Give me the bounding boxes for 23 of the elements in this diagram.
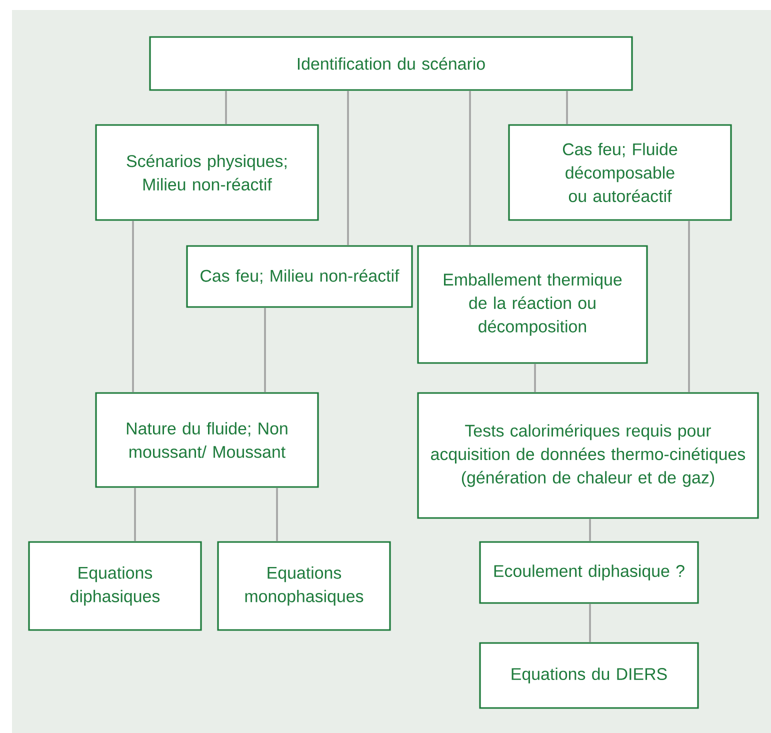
connector-line — [589, 604, 591, 642]
connector-line — [225, 90, 227, 124]
connector-line — [347, 90, 349, 246]
connector-line — [534, 364, 536, 392]
process-box: Scénarios physiques; Milieu non-réactif — [95, 124, 319, 221]
process-box: Equations du DIERS — [479, 642, 699, 709]
process-box: Identification du scénario — [149, 36, 633, 91]
process-box: Tests calorimériques requis pour acquisition de données thermo-cinétiques (génération de chaleur et de gaz) — [417, 392, 759, 519]
process-box: Nature du fluide; Non moussant/ Moussant — [95, 392, 319, 488]
process-box: Cas feu; Fluide décomposable ou autoréactif — [508, 124, 732, 221]
process-box: Ecoulement diphasique ? — [479, 541, 699, 604]
connector-line — [264, 308, 266, 392]
connector-line — [566, 90, 568, 124]
connector-line — [589, 518, 591, 542]
process-box: Cas feu; Milieu non-réactif — [186, 245, 413, 308]
connector-line — [688, 220, 690, 392]
connector-line — [276, 488, 278, 542]
connector-line — [134, 488, 136, 542]
connector-line — [469, 90, 471, 246]
process-box: Equations diphasiques — [28, 541, 202, 631]
process-box: Emballement thermique de la réaction ou décomposition — [417, 245, 648, 364]
process-box: Equations monophasiques — [217, 541, 391, 631]
connector-line — [132, 220, 134, 392]
